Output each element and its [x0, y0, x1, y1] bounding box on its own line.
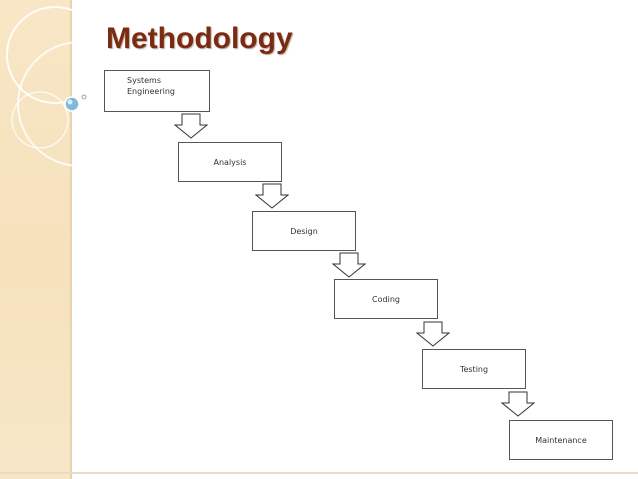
arrow-down-icon: [501, 391, 535, 417]
stage-box-coding: Coding: [334, 279, 438, 319]
stage-box-systems-engineering: Systems Engineering: [104, 70, 210, 112]
stage-box-analysis: Analysis: [178, 142, 282, 182]
stage-label: Coding: [372, 295, 400, 304]
stage-label: Systems Engineering: [127, 75, 175, 97]
bottom-divider: [0, 472, 638, 474]
stage-box-testing: Testing: [422, 349, 526, 389]
stage-box-maintenance: Maintenance: [509, 420, 613, 460]
stage-label: Testing: [460, 365, 488, 374]
page-title: Methodology: [106, 22, 293, 56]
arrow-down-icon: [332, 252, 366, 278]
stage-label: Design: [290, 227, 318, 236]
stage-label: Analysis: [214, 158, 247, 167]
stage-box-design: Design: [252, 211, 356, 251]
arrow-down-icon: [416, 321, 450, 347]
arrow-down-icon: [174, 113, 208, 139]
stage-label: Maintenance: [535, 436, 587, 445]
arrow-down-icon: [255, 183, 289, 209]
